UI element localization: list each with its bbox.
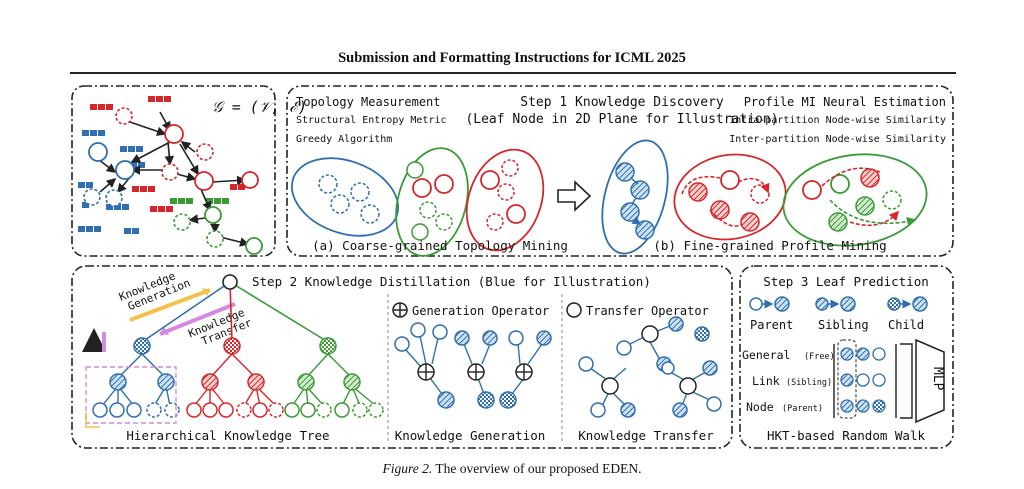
header-rule [70, 72, 956, 74]
row-node-note: (Parent) [782, 404, 823, 414]
step3-title: Step 3 Leaf Prediction [763, 274, 929, 289]
row-link-note: (Sibling) [786, 378, 832, 388]
graph-panel: 𝒢 = (𝒱, ℰ) [71, 85, 307, 257]
mlp-block [915, 338, 945, 424]
topology-measurement-label: Topology Measurement [296, 95, 441, 109]
tree-caption: Hierarchical Knowledge Tree [126, 428, 329, 443]
intra-partition-label: Intra-partition Node-wise Similarity [729, 115, 946, 126]
graph-formula: 𝒢 = (𝒱, ℰ) [212, 98, 307, 116]
generation-operator-label: Generation Operator [412, 304, 549, 318]
step1-title: Step 1 Knowledge Discovery [520, 95, 724, 110]
walk-row-general: General (Free) [742, 348, 835, 362]
knowledge-transfer-caption: Knowledge Transfer [578, 428, 714, 443]
structural-entropy-label: Structural Entropy Metric [296, 115, 447, 126]
row-node-label: Node [746, 400, 774, 414]
knowledge-transfer-diagram [578, 316, 722, 418]
row-general-note: (Free) [804, 352, 835, 362]
child-legend-label: Child [888, 318, 924, 332]
inter-partition-label: Inter-partition Node-wise Similarity [729, 134, 946, 145]
figure-caption-text: The overview of our proposed EDEN. [435, 461, 642, 476]
fine-grained-caption: (b) Fine-grained Profile Mining [653, 238, 886, 253]
transition-arrow-icon [557, 180, 592, 212]
step1-subtitle: (Leaf Node in 2D Plane for Illustration) [465, 112, 778, 127]
graph-nodes [83, 107, 263, 255]
hierarchical-knowledge-tree [85, 274, 384, 428]
generation-operator-icon [392, 302, 408, 318]
profile-mi-label: Profile MI Neural Estimation [744, 95, 946, 109]
figure-eden-overview: 𝒢 = (𝒱, ℰ) [71, 85, 954, 449]
coarse-grained-caption: (a) Coarse-grained Topology Mining [312, 238, 568, 253]
transfer-operator-icon [566, 302, 582, 318]
step2-title: Step 2 Knowledge Distillation (Blue for … [252, 274, 651, 289]
greedy-algorithm-label: Greedy Algorithm [296, 134, 392, 145]
step2-panel: Step 2 Knowledge Distillation (Blue for … [71, 265, 733, 449]
parent-legend-label: Parent [750, 318, 793, 332]
figure-label: Figure 2. [382, 461, 433, 476]
step1-panel: Step 1 Knowledge Discovery (Leaf Node in… [286, 85, 954, 257]
row-link-label: Link [752, 374, 780, 388]
row-general-label: General [742, 348, 790, 362]
figure-caption: Figure 2. The overview of our proposed E… [0, 461, 1024, 477]
sibling-legend-label: Sibling [818, 318, 869, 332]
walk-row-link: Link (Sibling) [752, 374, 832, 388]
walk-row-node: Node (Parent) [746, 400, 823, 414]
knowledge-generation-caption: Knowledge Generation [395, 428, 546, 443]
transfer-operator-label: Transfer Operator [586, 304, 709, 318]
knowledge-generation-diagram [394, 322, 552, 409]
page-header: Submission and Formatting Instructions f… [338, 50, 686, 66]
random-walk-caption: HKT-based Random Walk [767, 428, 926, 443]
mlp-label: MLP [930, 367, 945, 391]
step3-panel: Step 3 Leaf Prediction Parent Sibling Ch… [739, 265, 954, 449]
